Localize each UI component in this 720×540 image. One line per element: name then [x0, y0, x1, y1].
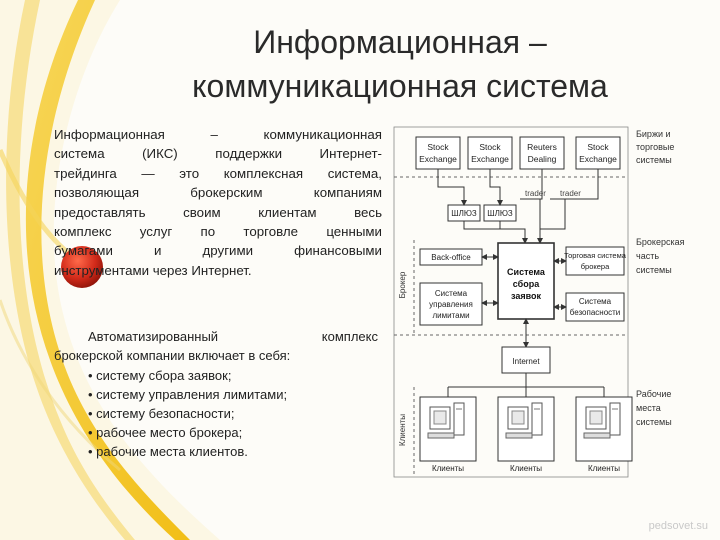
trader-label: trader — [560, 189, 581, 198]
paragraph-line: бумагами и другими финансовыми — [54, 243, 382, 259]
lead-line-1: Автоматизированный комплекс — [54, 327, 378, 346]
svg-text:Клиенты: Клиенты — [588, 464, 620, 473]
gateway-box: ШЛЮЗ — [447, 204, 481, 222]
client-workstation-icon: Клиенты — [419, 396, 477, 473]
svg-text:системы: системы — [636, 417, 672, 427]
svg-text:Back-office: Back-office — [431, 253, 471, 262]
svg-text:управления: управления — [429, 300, 473, 309]
right-label-clients: Рабочие места системы — [636, 389, 672, 427]
lead-line-2: брокерской компании включает в себя: — [54, 348, 291, 363]
right-label-exchanges: Биржи и торговые системы — [636, 129, 674, 165]
slide-title: Информационная – коммуникационная систем… — [120, 20, 680, 108]
svg-text:заявок: заявок — [511, 291, 542, 301]
svg-text:ШЛЮЗ: ШЛЮЗ — [451, 209, 477, 218]
svg-text:Клиенты: Клиенты — [510, 464, 542, 473]
svg-text:Рабочие: Рабочие — [636, 389, 671, 399]
lead-word: комплекс — [321, 329, 378, 344]
svg-text:Биржи и: Биржи и — [636, 129, 671, 139]
svg-text:Dealing: Dealing — [528, 154, 557, 164]
svg-text:Брокерская: Брокерская — [636, 237, 685, 247]
svg-text:Exchange: Exchange — [579, 154, 617, 164]
list-item: • систему безопасности; — [88, 406, 235, 421]
definition-paragraph: Информационная – коммуникационная систем… — [54, 125, 382, 280]
paragraph-line: трейдинга — это комплексная система, — [54, 165, 382, 181]
trader-label: trader — [525, 189, 546, 198]
paragraph-line: Информационная – коммуникационная — [54, 127, 382, 142]
list-item: • рабочее место брокера; — [88, 425, 243, 440]
svg-text:ШЛЮЗ: ШЛЮЗ — [487, 209, 513, 218]
connector-line — [463, 221, 528, 244]
svg-text:брокера: брокера — [581, 262, 610, 271]
lead-word: Автоматизированный — [88, 329, 219, 344]
svg-text:Stock: Stock — [427, 142, 449, 152]
svg-text:Stock: Stock — [587, 142, 609, 152]
security-system-box: Система безопасности — [565, 292, 625, 322]
svg-text:системы: системы — [636, 265, 672, 275]
client-workstation-icon: Клиенты — [497, 396, 555, 473]
svg-text:Exchange: Exchange — [419, 154, 457, 164]
svg-text:места: места — [636, 403, 661, 413]
connector-line — [550, 169, 599, 200]
ics-architecture-diagram: Stock Exchange Stock Exchange Reuters De… — [393, 126, 685, 478]
svg-text:системы: системы — [636, 155, 672, 165]
red-ball — [61, 246, 103, 288]
connector-line — [437, 169, 467, 206]
right-label-broker: Брокерская часть системы — [636, 237, 685, 275]
svg-text:Система: Система — [435, 289, 468, 298]
paragraph-line: позволяющая брокерским компаниям — [54, 185, 382, 201]
client-workstation-icon: Клиенты — [575, 396, 633, 473]
components-list: • систему сбора заявок; • систему управл… — [88, 366, 287, 461]
svg-text:Торговая система: Торговая система — [564, 251, 627, 260]
svg-text:часть: часть — [636, 251, 659, 261]
list-item: • систему управления лимитами; — [88, 387, 288, 402]
svg-text:Reuters: Reuters — [527, 142, 557, 152]
back-office-box: Back-office — [419, 248, 483, 266]
exchange-box: Reuters Dealing — [519, 136, 565, 170]
svg-text:Internet: Internet — [512, 357, 540, 366]
complex-lead: Автоматизированный комплекс брокерской к… — [54, 327, 378, 365]
side-label-clients: Клиенты — [398, 414, 407, 446]
internet-box: Internet — [501, 346, 551, 374]
paragraph-line: предоставлять своим клиентам весь — [54, 204, 382, 220]
gateway-box: ШЛЮЗ — [483, 204, 517, 222]
svg-text:Stock: Stock — [479, 142, 501, 152]
trading-system-box: Торговая система брокера — [564, 246, 627, 276]
list-item: • рабочие места клиентов. — [88, 444, 248, 459]
svg-text:лимитами: лимитами — [432, 311, 469, 320]
svg-text:Клиенты: Клиенты — [432, 464, 464, 473]
limits-system-box: Система управления лимитами — [419, 282, 483, 326]
paragraph-line: инструментами через Интернет. — [54, 262, 252, 278]
list-item: • систему сбора заявок; — [88, 368, 232, 383]
paragraph-line: комплекс услуг по торговле ценными — [54, 224, 382, 240]
paragraph-line: система (ИКС) поддержки Интернет- — [54, 146, 382, 162]
svg-text:сбора: сбора — [513, 279, 540, 289]
connector-line — [540, 199, 566, 230]
title-line-1: Информационная – — [253, 24, 547, 60]
title-line-2: коммуникационная система — [192, 68, 608, 104]
connector-line — [489, 169, 503, 206]
diagram-frame — [393, 126, 629, 478]
svg-text:Система: Система — [579, 297, 612, 306]
svg-text:торговые: торговые — [636, 142, 674, 152]
exchange-box: Stock Exchange — [575, 136, 621, 170]
exchange-box: Stock Exchange — [415, 136, 461, 170]
connector-line — [520, 169, 543, 200]
svg-text:Система: Система — [507, 267, 546, 277]
svg-text:Exchange: Exchange — [471, 154, 509, 164]
connector-line — [447, 373, 605, 397]
svg-text:безопасности: безопасности — [570, 308, 621, 317]
exchange-box: Stock Exchange — [467, 136, 513, 170]
order-system-box: Система сбора заявок — [497, 242, 555, 320]
side-label-broker: Брокер — [398, 271, 407, 298]
watermark: pedsovet.su — [648, 520, 708, 532]
